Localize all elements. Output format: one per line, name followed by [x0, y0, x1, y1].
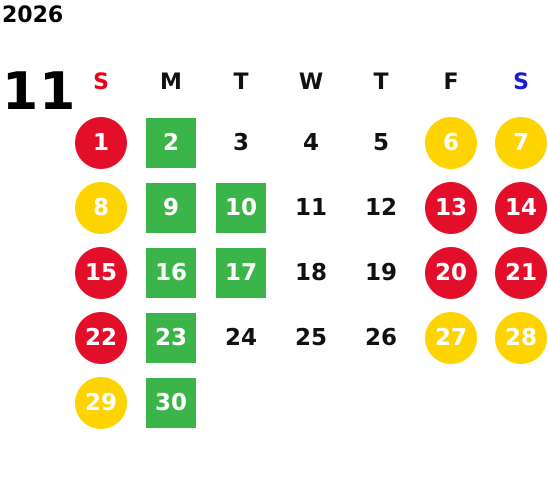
day-29[interactable]: 29	[75, 376, 127, 429]
day-3[interactable]: 3	[232, 129, 249, 156]
day-27[interactable]: 27	[425, 311, 477, 364]
calendar-cell: 28	[486, 305, 548, 370]
day-26[interactable]: 26	[364, 324, 397, 351]
calendar-cell: 22	[66, 305, 136, 370]
weekday-header-sat: S	[513, 70, 529, 95]
day-25[interactable]: 25	[294, 324, 327, 351]
day-12[interactable]: 12	[364, 194, 397, 221]
day-23[interactable]: 23	[146, 312, 196, 363]
calendar-cell: 24	[206, 305, 276, 370]
calendar-cell: 18	[276, 240, 346, 305]
calendar-cell	[206, 370, 276, 435]
calendar-cell: 20	[416, 240, 486, 305]
day-13[interactable]: 13	[425, 181, 477, 234]
day-20[interactable]: 20	[425, 246, 477, 299]
calendar-cell: 23	[136, 305, 206, 370]
day-22[interactable]: 22	[75, 311, 127, 364]
day-2[interactable]: 2	[146, 117, 196, 168]
day-8[interactable]: 8	[75, 181, 127, 234]
calendar-cell: 10	[206, 175, 276, 240]
calendar-cell: 4	[276, 110, 346, 175]
calendar-cell: 14	[486, 175, 548, 240]
day-14[interactable]: 14	[495, 181, 547, 234]
weekday-header-sun: S	[93, 70, 109, 95]
weekday-header-fri: F	[443, 70, 459, 95]
calendar-cell: 13	[416, 175, 486, 240]
day-28[interactable]: 28	[495, 311, 547, 364]
day-24[interactable]: 24	[224, 324, 257, 351]
day-18[interactable]: 18	[294, 259, 327, 286]
calendar-cell: 5	[346, 110, 416, 175]
day-1[interactable]: 1	[75, 116, 127, 169]
calendar-cell: 17	[206, 240, 276, 305]
calendar-cell: 8	[66, 175, 136, 240]
calendar-cell: 12	[346, 175, 416, 240]
calendar-cell	[486, 370, 548, 435]
calendar-cell: 27	[416, 305, 486, 370]
day-7[interactable]: 7	[495, 116, 547, 169]
day-10[interactable]: 10	[216, 182, 266, 233]
day-6[interactable]: 6	[425, 116, 477, 169]
day-15[interactable]: 15	[75, 246, 127, 299]
weekday-header-thu: T	[373, 70, 389, 95]
calendar-cell: 6	[416, 110, 486, 175]
calendar-cell	[346, 370, 416, 435]
day-4[interactable]: 4	[302, 129, 319, 156]
day-16[interactable]: 16	[146, 247, 196, 298]
calendar-cell	[416, 370, 486, 435]
month-number: 11	[2, 62, 77, 122]
calendar-cell: 16	[136, 240, 206, 305]
calendar-cell: 15	[66, 240, 136, 305]
calendar-cell: 19	[346, 240, 416, 305]
calendar-cell: 21	[486, 240, 548, 305]
day-19[interactable]: 19	[364, 259, 397, 286]
calendar-cell: 30	[136, 370, 206, 435]
calendar-cell: 3	[206, 110, 276, 175]
day-21[interactable]: 21	[495, 246, 547, 299]
day-9[interactable]: 9	[146, 182, 196, 233]
calendar-cell: 11	[276, 175, 346, 240]
calendar-cell: 1	[66, 110, 136, 175]
calendar-cell: 25	[276, 305, 346, 370]
day-11[interactable]: 11	[294, 194, 327, 221]
calendar-cell: 29	[66, 370, 136, 435]
weekday-header-mon: M	[160, 70, 182, 95]
year-label: 2026	[2, 3, 64, 28]
day-17[interactable]: 17	[216, 247, 266, 298]
calendar-cell: 7	[486, 110, 548, 175]
calendar-cell: 9	[136, 175, 206, 240]
calendar-cell	[276, 370, 346, 435]
weekday-header-wed: W	[298, 70, 324, 95]
calendar-cell: 2	[136, 110, 206, 175]
weekday-header-tue: T	[233, 70, 249, 95]
calendar-cell: 26	[346, 305, 416, 370]
day-5[interactable]: 5	[372, 129, 389, 156]
day-30[interactable]: 30	[146, 377, 196, 428]
